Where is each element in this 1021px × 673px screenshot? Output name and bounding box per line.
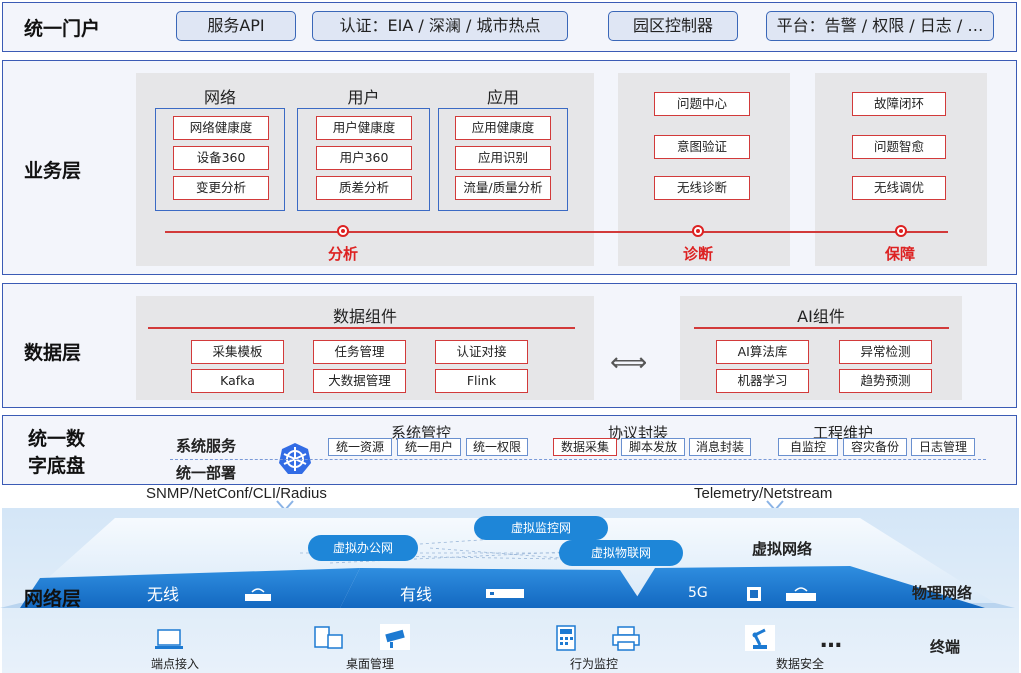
portal-title: 统一门户 bbox=[24, 18, 101, 40]
auth-integrate-box[interactable]: 认证对接 bbox=[435, 340, 528, 364]
portal-item-service-api[interactable]: 服务API bbox=[176, 11, 296, 41]
cloud-virtual-iot: 虚拟物联网 bbox=[559, 540, 683, 566]
traffic-quality-box[interactable]: 流量/质量分析 bbox=[455, 176, 551, 200]
portal-item-platform[interactable]: 平台：告警 / 权限 / 日志 / … bbox=[766, 11, 994, 41]
collect-template-box[interactable]: 采集模板 bbox=[191, 340, 284, 364]
disaster-backup-box[interactable]: 容灾备份 bbox=[843, 438, 907, 456]
laptop-icon bbox=[155, 629, 183, 649]
group-app bbox=[438, 108, 568, 211]
stage-assure: 保障 bbox=[885, 245, 916, 263]
cloud-virtual-monitor: 虚拟监控网 bbox=[474, 516, 608, 540]
machine-learning-box[interactable]: 机器学习 bbox=[716, 369, 809, 393]
cloud-virtual-office: 虚拟办公网 bbox=[308, 535, 418, 561]
segment-wired: 有线 bbox=[400, 585, 433, 604]
section-title-system-control: 系统管控 bbox=[391, 424, 452, 442]
data-components-divider bbox=[148, 327, 575, 329]
phone-icon bbox=[556, 625, 576, 651]
ellipsis-label: … bbox=[820, 628, 842, 653]
message-wrap-box[interactable]: 消息封装 bbox=[689, 438, 751, 456]
section-title-protocol: 协议封装 bbox=[608, 424, 669, 442]
poor-quality-analysis-box[interactable]: 质差分析 bbox=[316, 176, 412, 200]
digital-base-title-1: 统一数 bbox=[28, 428, 86, 450]
problem-center-box[interactable]: 问题中心 bbox=[654, 92, 750, 116]
change-analysis-box[interactable]: 变更分析 bbox=[173, 176, 269, 200]
bigdata-manage-box[interactable]: 大数据管理 bbox=[313, 369, 406, 393]
wireless-diagnose-box[interactable]: 无线诊断 bbox=[654, 176, 750, 200]
group-title-network: 网络 bbox=[203, 88, 236, 107]
digital-base-title-2: 字底盘 bbox=[28, 455, 86, 477]
group-network bbox=[155, 108, 285, 211]
robot-arm-icon bbox=[745, 625, 775, 651]
business-title: 业务层 bbox=[24, 160, 82, 182]
group-user bbox=[297, 108, 430, 211]
group-title-app: 应用 bbox=[486, 88, 519, 107]
ai-components-divider bbox=[694, 327, 949, 329]
protocol-right-label: Telemetry/Netstream bbox=[694, 485, 833, 502]
ai-components-title: AI组件 bbox=[797, 307, 845, 326]
system-service-label: 系统服务 bbox=[176, 437, 237, 455]
analysis-dot bbox=[337, 225, 349, 237]
terminal-group-behavior: 行为监控 bbox=[570, 657, 619, 671]
process-line bbox=[165, 231, 948, 233]
device-360-box[interactable]: 设备360 bbox=[173, 146, 269, 170]
assure-dot bbox=[895, 225, 907, 237]
unified-user-box[interactable]: 统一用户 bbox=[397, 438, 461, 456]
virtual-network-label: 虚拟网络 bbox=[752, 540, 813, 558]
app-health-box[interactable]: 应用健康度 bbox=[455, 116, 551, 140]
self-monitor-box[interactable]: 自监控 bbox=[778, 438, 838, 456]
app-identify-box[interactable]: 应用识别 bbox=[455, 146, 551, 170]
wireless-ap-icon bbox=[245, 588, 271, 601]
segment-5g: 5G bbox=[688, 585, 708, 601]
fault-closed-loop-box[interactable]: 故障闭环 bbox=[852, 92, 946, 116]
anomaly-detect-box[interactable]: 异常检测 bbox=[839, 340, 932, 364]
unified-resource-box[interactable]: 统一资源 bbox=[328, 438, 392, 456]
network-health-box[interactable]: 网络健康度 bbox=[173, 116, 269, 140]
section-title-engineering: 工程维护 bbox=[813, 424, 874, 442]
camera-icon bbox=[380, 624, 410, 650]
unified-permission-box[interactable]: 统一权限 bbox=[466, 438, 528, 456]
data-title: 数据层 bbox=[24, 342, 82, 364]
cpe-icon bbox=[747, 587, 761, 601]
data-components-title: 数据组件 bbox=[332, 307, 397, 326]
segment-wireless: 无线 bbox=[147, 585, 180, 604]
trend-predict-box[interactable]: 趋势预测 bbox=[839, 369, 932, 393]
terminal-group-datasec: 数据安全 bbox=[776, 657, 825, 671]
physical-network-label: 物理网络 bbox=[912, 584, 973, 602]
desktop-icon bbox=[314, 626, 343, 649]
problem-self-heal-box[interactable]: 问题智愈 bbox=[852, 135, 946, 159]
intent-verify-box[interactable]: 意图验证 bbox=[654, 135, 750, 159]
group-title-user: 用户 bbox=[347, 88, 380, 107]
diagnose-dot bbox=[692, 225, 704, 237]
flink-box[interactable]: Flink bbox=[435, 369, 528, 393]
terminal-group-desktop: 桌面管理 bbox=[346, 657, 395, 671]
terminal-label: 终端 bbox=[930, 638, 961, 656]
dashed-divider bbox=[170, 459, 986, 460]
terminal-group-endpoint: 端点接入 bbox=[151, 657, 200, 671]
protocol-left-label: SNMP/NetConf/CLI/Radius bbox=[146, 485, 327, 502]
user-health-box[interactable]: 用户健康度 bbox=[316, 116, 412, 140]
stage-analysis: 分析 bbox=[328, 245, 359, 263]
unified-deploy-label: 统一部署 bbox=[176, 464, 237, 482]
ai-algorithm-box[interactable]: AI算法库 bbox=[716, 340, 809, 364]
stage-diagnose: 诊断 bbox=[683, 245, 714, 263]
user-360-box[interactable]: 用户360 bbox=[316, 146, 412, 170]
kafka-box[interactable]: Kafka bbox=[191, 369, 284, 393]
switch-icon bbox=[486, 589, 524, 598]
network-layer-title: 网络层 bbox=[24, 588, 82, 610]
script-dispatch-box[interactable]: 脚本发放 bbox=[621, 438, 685, 456]
bidirectional-arrow-icon: ⟺ bbox=[610, 348, 648, 378]
5g-router-icon bbox=[786, 587, 816, 601]
task-manage-box[interactable]: 任务管理 bbox=[313, 340, 406, 364]
printer-icon bbox=[612, 626, 640, 651]
log-manage-box[interactable]: 日志管理 bbox=[911, 438, 975, 456]
portal-item-controller[interactable]: 园区控制器 bbox=[608, 11, 738, 41]
data-collect-box[interactable]: 数据采集 bbox=[553, 438, 617, 456]
wireless-tuning-box[interactable]: 无线调优 bbox=[852, 176, 946, 200]
portal-item-auth[interactable]: 认证：EIA / 深澜 / 城市热点 bbox=[312, 11, 568, 41]
